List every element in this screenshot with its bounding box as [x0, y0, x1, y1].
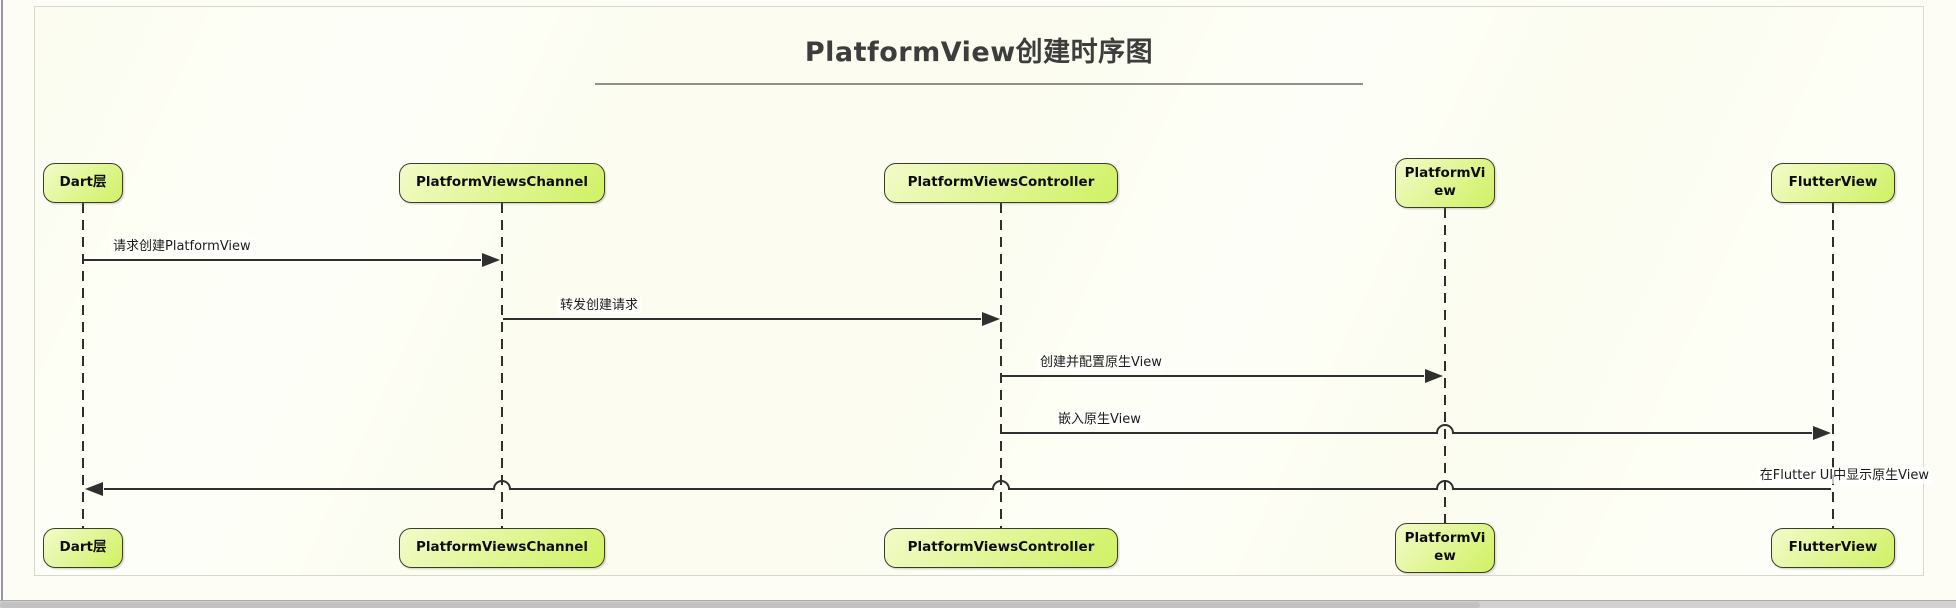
actor-label: FlutterView	[1788, 539, 1878, 556]
message-line-4	[1002, 424, 1812, 434]
window-left-edge	[1, 0, 3, 601]
actor-top-platform-views-controller: PlatformViewsController	[884, 163, 1118, 203]
actor-bottom-dart-layer: Dart层	[43, 528, 123, 568]
actor-bottom-platform-view: PlatformView	[1395, 523, 1495, 573]
message-arrowhead-1	[482, 253, 500, 267]
actor-label: Dart层	[59, 539, 107, 556]
message-arrowhead-3	[1425, 369, 1443, 383]
message-label-embed-native-view: 嵌入原生View	[1055, 411, 1144, 428]
actor-label: Dart层	[59, 174, 107, 191]
actor-top-dart-layer: Dart层	[43, 163, 123, 203]
message-arrowhead-5	[85, 482, 103, 496]
actor-label: FlutterView	[1788, 174, 1878, 191]
actor-label: PlatformViewsController	[907, 539, 1095, 556]
horizontal-scrollbar[interactable]	[0, 600, 1956, 608]
actor-label: PlatformViewsController	[907, 174, 1095, 191]
message-arrowhead-2	[982, 312, 1000, 326]
actor-label: PlatformView	[1404, 165, 1486, 199]
actor-top-platform-view: PlatformView	[1395, 158, 1495, 208]
message-arrowhead-4	[1813, 426, 1831, 440]
actor-label: PlatformView	[1404, 530, 1486, 564]
actor-label: PlatformViewsChannel	[415, 174, 589, 191]
message-label-forward-create-request: 转发创建请求	[557, 297, 642, 314]
diagram-title: PlatformView创建时序图	[804, 37, 1154, 68]
horizontal-scrollbar-thumb[interactable]	[0, 602, 1480, 608]
actor-bottom-flutter-view: FlutterView	[1771, 528, 1895, 568]
actor-top-platform-views-channel: PlatformViewsChannel	[399, 163, 605, 203]
message-label-request-create-platformview: 请求创建PlatformView	[110, 238, 254, 255]
message-label-create-configure-native-view: 创建并配置原生View	[1037, 354, 1165, 371]
message-line-5	[104, 480, 1831, 490]
diagram-panel	[34, 6, 1924, 576]
message-label-show-native-view-in-flutter-ui: 在Flutter UI中显示原生View	[1756, 467, 1932, 484]
actor-bottom-platform-views-controller: PlatformViewsController	[884, 528, 1118, 568]
actor-top-flutter-view: FlutterView	[1771, 163, 1895, 203]
actor-label: PlatformViewsChannel	[415, 539, 589, 556]
actor-bottom-platform-views-channel: PlatformViewsChannel	[399, 528, 605, 568]
